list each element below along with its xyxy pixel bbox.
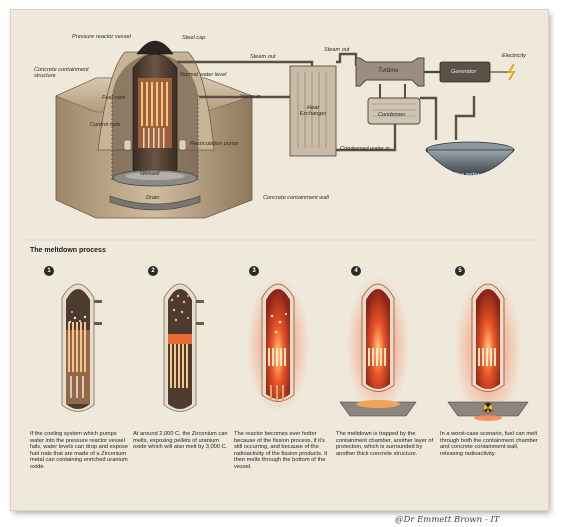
- condenser-unit: [367, 97, 421, 125]
- label-pressure-reactor-vessel: Pressure reactor vessel: [72, 34, 131, 40]
- label-control-rods: Control rods: [90, 122, 121, 128]
- label-wetwell: Wetwell: [140, 171, 160, 177]
- step-number-3: 3: [249, 266, 259, 276]
- step-caption-5: In a worst-case scenario, fuel can melt …: [440, 431, 538, 457]
- label-condensed-water-in: Condensed water in: [340, 146, 390, 152]
- label-water-in: Water in: [240, 94, 261, 100]
- label-condenser: Condenser: [378, 112, 406, 118]
- meltdown-panel-4: [339, 275, 417, 417]
- meltdown-panel-1: [61, 283, 102, 412]
- label-heat-exchanger: Heat Exchanger: [299, 105, 327, 117]
- heat-exchanger-unit: [289, 65, 337, 157]
- label-concrete-containment-structure: Concrete containment structure: [34, 67, 89, 79]
- turbine-unit: [355, 57, 425, 87]
- label-drain: Drain: [146, 195, 160, 201]
- step-number-1: 1: [44, 266, 54, 276]
- label-fuel-rods: Fuel rods: [102, 95, 126, 101]
- step-caption-4: The meltdown is trapped by the containme…: [336, 431, 434, 457]
- meltdown-title: The meltdown process: [30, 247, 106, 254]
- step-number-5: 5: [455, 266, 465, 276]
- lightning-icon: [507, 63, 516, 81]
- meltdown-panel-3: [246, 277, 310, 413]
- label-concrete-containment-wall: Concrete containment wall: [263, 195, 329, 201]
- step-number-4: 4: [351, 266, 361, 276]
- label-sea-water: Sea water: [454, 172, 480, 178]
- sea-water-bowl: [425, 149, 515, 176]
- label-steam-out-1: Steam out: [250, 54, 276, 60]
- step-caption-3: The reactor becomes ever hotter because …: [234, 431, 328, 470]
- step-caption-1: If the cooling system which pumps water …: [30, 431, 129, 470]
- step-number-2: 2: [148, 266, 158, 276]
- meltdown-panel-5: [447, 276, 529, 424]
- label-steel-cap: Steel cap: [182, 35, 206, 41]
- reactor-building: [55, 40, 253, 219]
- label-electricity: Electricity: [502, 53, 526, 59]
- label-recirculation-pump: Recirculation pump: [190, 141, 238, 147]
- label-generator: Generator: [451, 69, 477, 75]
- label-steam-out-2: Steam out: [324, 47, 350, 53]
- label-turbine: Turbine: [378, 67, 399, 74]
- label-normal-water-level: Normal water level: [180, 72, 227, 78]
- credit-watermark: @Dr Emmett Brown - IT: [395, 515, 500, 525]
- meltdown-panel-2: [163, 283, 204, 412]
- step-caption-2: At around 2,000 C, the Zirconium can mel…: [133, 431, 228, 450]
